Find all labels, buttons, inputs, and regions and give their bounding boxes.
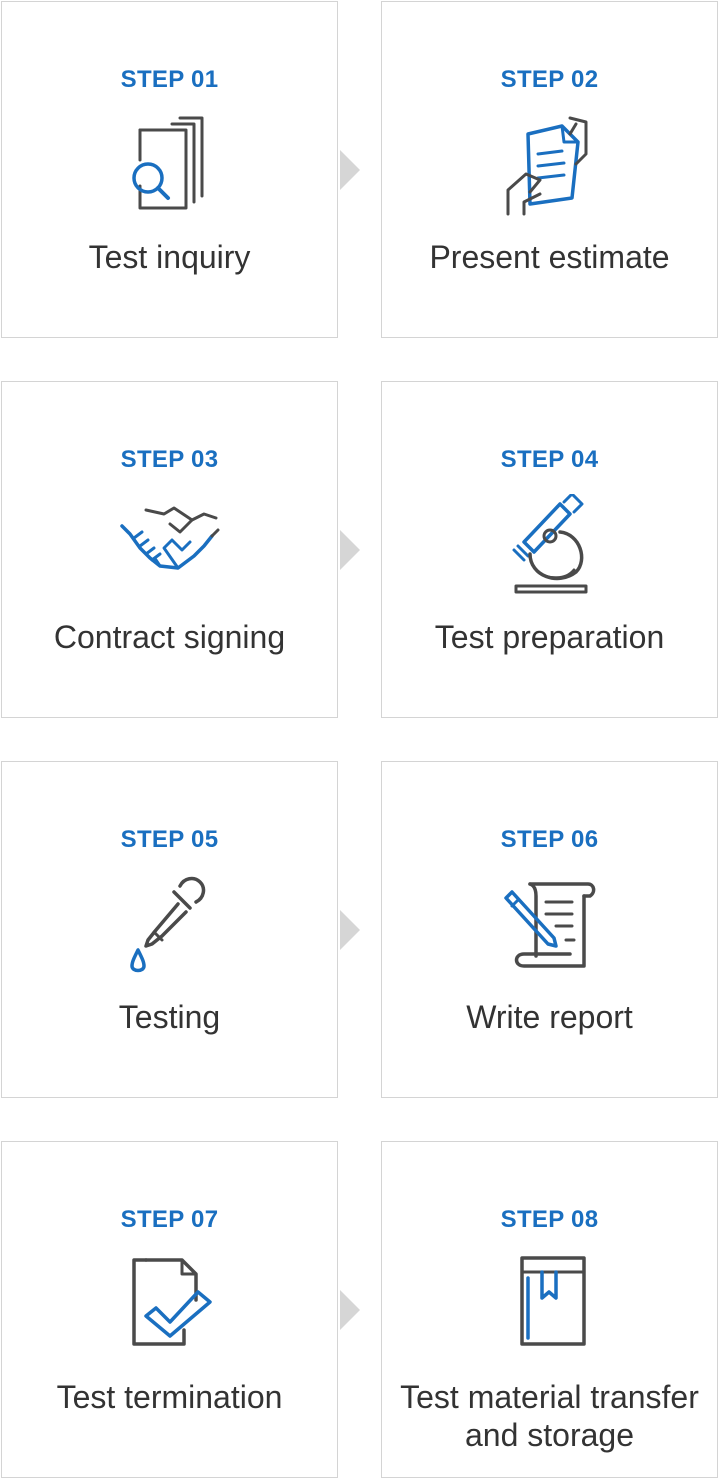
dropper-icon — [120, 874, 220, 978]
scroll-pen-icon — [500, 874, 600, 978]
next-arrow-icon — [340, 530, 360, 570]
step-card-06: STEP 06 Write report — [381, 761, 718, 1098]
step-title: Test preparation — [434, 619, 665, 655]
step-card-08: STEP 08 Test material transfer and stora… — [381, 1141, 718, 1478]
step-title: Contract signing — [53, 619, 286, 655]
step-number: STEP 06 — [500, 826, 599, 853]
document-search-icon — [120, 114, 220, 218]
step-number: STEP 08 — [500, 1206, 599, 1233]
step-number: STEP 01 — [120, 66, 219, 93]
step-card-01: STEP 01 Test inquiry — [1, 1, 338, 338]
step-card-05: STEP 05 Testing — [1, 761, 338, 1098]
step-number: STEP 07 — [120, 1206, 219, 1233]
microscope-icon — [500, 494, 600, 598]
next-arrow-icon — [340, 150, 360, 190]
step-title: Testing — [118, 999, 221, 1035]
handshake-icon — [119, 494, 220, 598]
step-title: Test material transfer and storage — [400, 1379, 699, 1453]
step-title: Test inquiry — [88, 239, 251, 275]
document-check-icon — [120, 1254, 220, 1358]
bookmark-book-icon — [500, 1254, 600, 1358]
step-number: STEP 03 — [120, 446, 219, 473]
step-card-07: STEP 07 Test termination — [1, 1141, 338, 1478]
step-card-02: STEP 02 Present estimate — [381, 1, 718, 338]
next-arrow-icon — [340, 910, 360, 950]
step-title: Test termination — [56, 1379, 283, 1415]
document-handover-icon — [500, 114, 600, 218]
step-title: Present estimate — [429, 239, 670, 275]
step-title: Write report — [466, 999, 633, 1035]
step-number: STEP 04 — [500, 446, 599, 473]
step-card-03: STEP 03 Contract signing — [1, 381, 338, 718]
step-number: STEP 05 — [120, 826, 219, 853]
step-number: STEP 02 — [500, 66, 599, 93]
next-arrow-icon — [340, 1290, 360, 1330]
step-card-04: STEP 04 Test preparation — [381, 381, 718, 718]
